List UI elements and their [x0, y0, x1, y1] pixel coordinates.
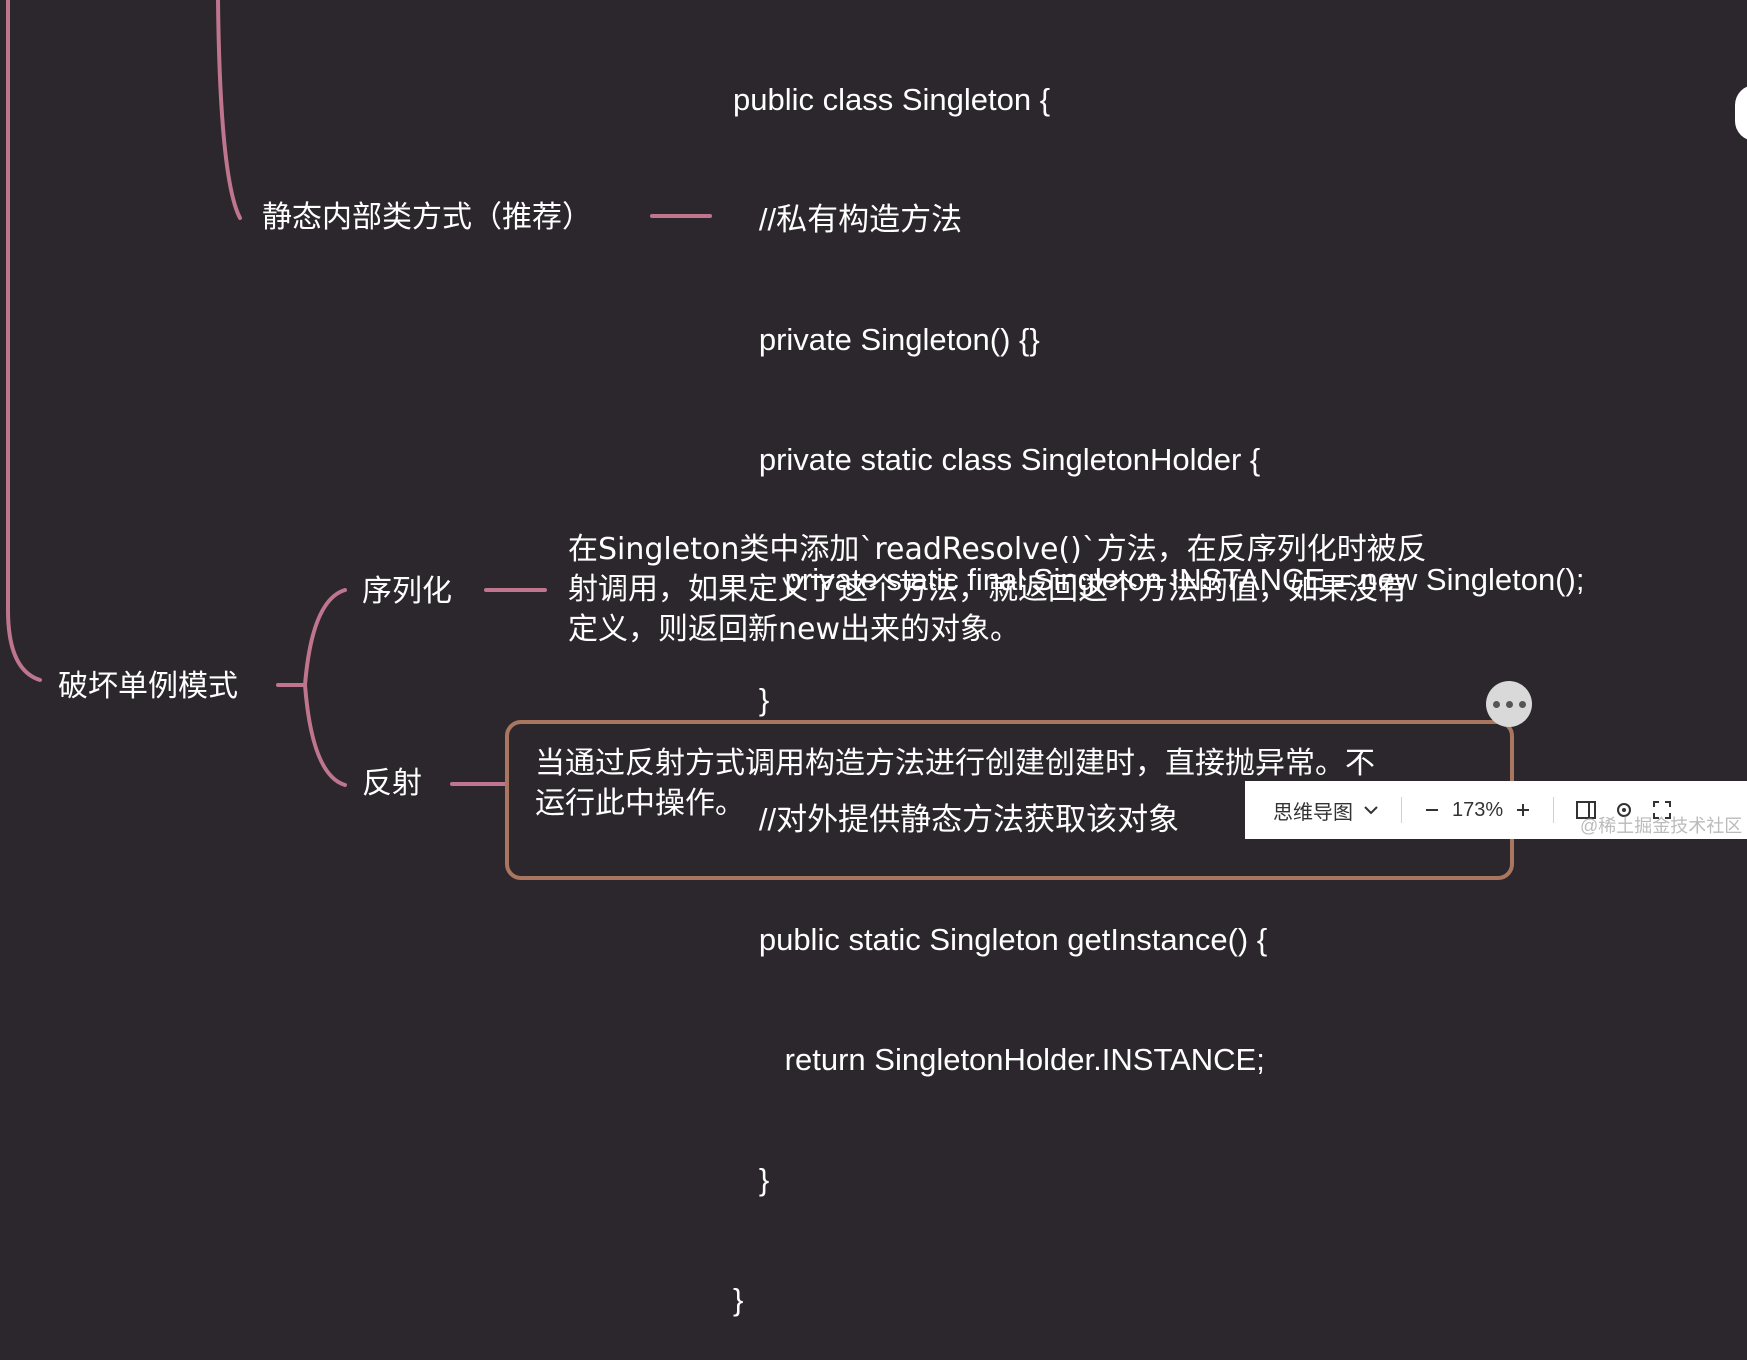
reflection-description: 当通过反射方式调用构造方法进行创建创建时，直接抛异常。不 运行此中操作。	[535, 744, 1375, 824]
code-line: return SingletonHolder.INSTANCE;	[733, 1042, 1265, 1077]
toolbar-divider	[1553, 797, 1555, 823]
code-line: //对外提供静态方法获取该对象	[733, 802, 1180, 837]
code-line: }	[733, 1282, 744, 1317]
node-break-singleton[interactable]: 破坏单例模式	[58, 669, 238, 704]
minus-icon[interactable]	[1422, 800, 1442, 820]
code-block[interactable]: public class Singleton { //私有构造方法 privat…	[733, 0, 1584, 1360]
chevron-down-icon	[1364, 806, 1378, 815]
code-line: public static Singleton getInstance() {	[733, 922, 1268, 957]
layout-icon[interactable]	[1574, 798, 1598, 822]
node-reflection[interactable]: 反射	[362, 766, 422, 801]
connector-break-children	[276, 588, 347, 787]
toolbar-divider	[1401, 797, 1402, 823]
code-line: //私有构造方法	[733, 202, 963, 237]
text-line: 运行此中操作。	[535, 786, 745, 821]
text-line: 在Singleton类中添加`readResolve()`方法，在反序列化时被反	[568, 532, 1427, 567]
comment-bubble-icon[interactable]	[1486, 681, 1532, 727]
node-static-inner-class[interactable]: 静态内部类方式（推荐）	[262, 200, 592, 235]
code-line: private Singleton() {}	[733, 322, 1040, 357]
view-mode-select[interactable]: 思维导图	[1273, 796, 1381, 825]
plus-icon[interactable]	[1513, 800, 1533, 820]
code-line: }	[733, 682, 770, 717]
connector-static-inner	[216, 0, 242, 220]
node-serialization[interactable]: 序列化	[362, 574, 452, 609]
locate-icon[interactable]	[1612, 798, 1636, 822]
serialization-description[interactable]: 在Singleton类中添加`readResolve()`方法，在反序列化时被反…	[568, 530, 1427, 650]
text-line: 射调用，如果定义了这个方法，就返回这个方法的值，如果没有	[568, 572, 1408, 607]
mindmap-connectors	[6, 0, 712, 787]
text-line: 当通过反射方式调用构造方法进行创建创建时，直接抛异常。不	[535, 746, 1375, 781]
code-line: public class Singleton {	[733, 82, 1051, 117]
fullscreen-icon[interactable]	[1650, 798, 1674, 822]
side-panel-toggle[interactable]	[1735, 85, 1747, 141]
view-mode-label: 思维导图	[1273, 801, 1353, 824]
connector-root-trunk	[6, 0, 42, 682]
watermark: @稀土掘金技术社区	[1580, 816, 1743, 836]
zoom-level: 173%	[1452, 798, 1504, 821]
text-line: 定义，则返回新new出来的对象。	[568, 612, 1021, 647]
code-line: private static final Singleton INSTANCE …	[733, 562, 1585, 597]
bottom-toolbar: 思维导图 173%	[1245, 781, 1747, 839]
code-line: }	[733, 1162, 770, 1197]
code-line: private static class SingletonHolder {	[733, 442, 1261, 477]
